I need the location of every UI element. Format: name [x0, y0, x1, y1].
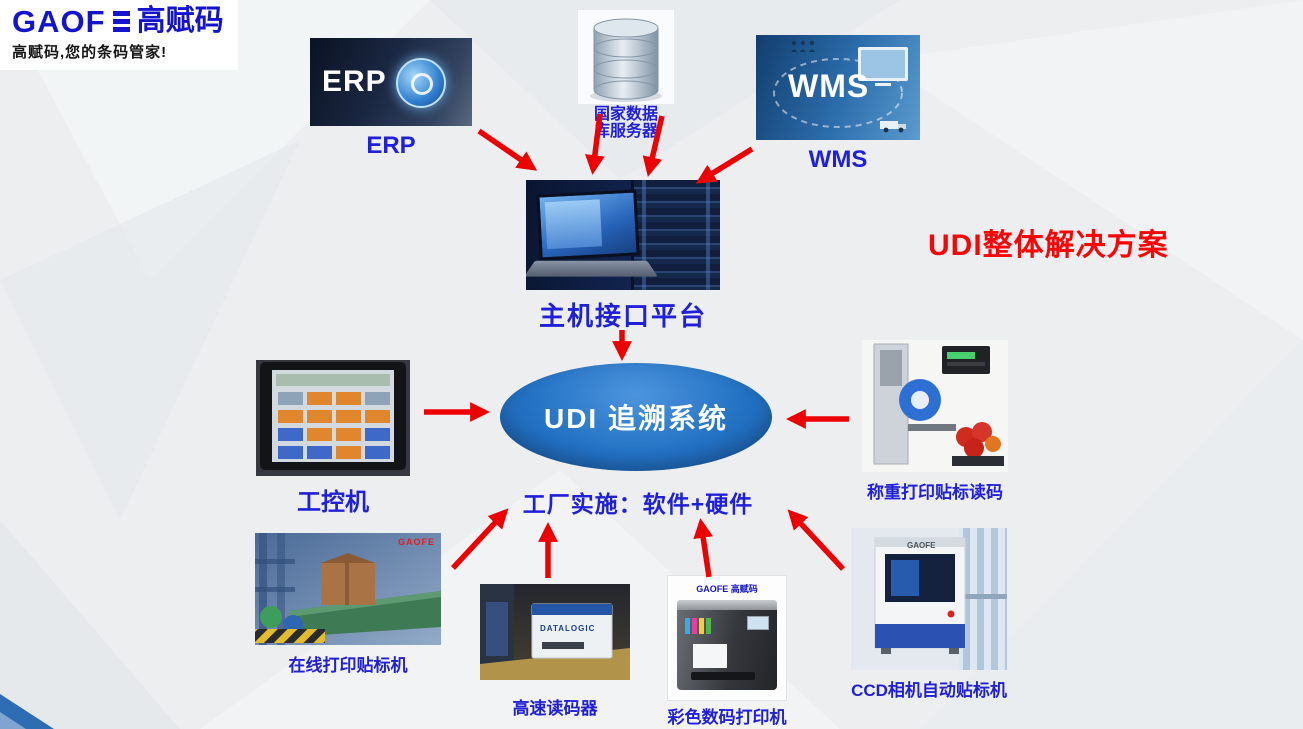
- logo-brand-cn: 高赋码: [136, 5, 224, 37]
- host-server-image: [526, 180, 720, 290]
- udi-system-node: UDI 追溯系统: [500, 363, 772, 471]
- color-printer-brand-text: GAOFE 高赋码: [696, 584, 758, 594]
- reader-illustration: [480, 584, 630, 680]
- node-ccd: GAOFE CCD相机自动贴标机: [845, 528, 1013, 701]
- node-weigher: 称重打印贴标读码: [855, 340, 1015, 503]
- cmyk-stripes-icon: [685, 618, 711, 634]
- inline-labeler-label: 在线打印贴标机: [288, 656, 408, 675]
- printer-paper-icon: [693, 644, 727, 668]
- printer-slot-icon: [691, 672, 755, 680]
- reader-brand-text: DATALOGIC: [540, 624, 596, 633]
- printer-body-icon: [677, 610, 777, 690]
- wms-label: WMS: [808, 146, 868, 173]
- erp-label: ERP: [366, 132, 416, 159]
- ccd-image: GAOFE: [851, 528, 1007, 670]
- implementation-note: 工厂实施：软件+硬件: [522, 491, 754, 517]
- node-erp: ERP ERP: [310, 38, 472, 160]
- gear-circle-icon: [396, 58, 446, 108]
- node-host: 主机接口平台: [526, 180, 720, 333]
- ccd-illustration: [851, 528, 1007, 670]
- logo-brand-en: GAOF: [12, 4, 106, 39]
- logo-bars-icon: [112, 11, 130, 32]
- erp-image: ERP: [310, 38, 472, 126]
- people-icon: [791, 40, 815, 52]
- database-label: 国家数据 库服务器: [593, 106, 658, 140]
- logo-row: GAOF 高赋码: [12, 6, 224, 37]
- wms-image-text: WMS: [788, 68, 870, 104]
- node-reader: DATALOGIC 高速读码器: [480, 584, 630, 719]
- printer-lid-icon: [677, 600, 777, 610]
- node-ipc: 工控机: [256, 360, 410, 517]
- monitor-icon: [858, 47, 908, 81]
- node-wms: WMS WMS: [756, 35, 920, 174]
- laptop-keyboard-icon: [526, 260, 658, 277]
- node-color-printer: GAOFE 高赋码 彩色数码打印机: [667, 575, 787, 728]
- ipc-label: 工控机: [297, 489, 369, 516]
- reader-image: DATALOGIC: [480, 584, 630, 680]
- inline-labeler-image: GAOFE: [255, 533, 441, 645]
- host-label: 主机接口平台: [538, 301, 707, 331]
- inline-labeler-illustration: [255, 533, 441, 645]
- industrial-pc-image: [256, 360, 410, 476]
- inline-labeler-brand-text: GAOFE: [397, 537, 435, 547]
- truck-icon: [880, 121, 906, 133]
- logo: GAOF 高赋码 高赋码,您的条码管家!: [0, 0, 238, 70]
- printer-screen-icon: [747, 616, 769, 630]
- reader-label: 高速读码器: [512, 699, 598, 718]
- ccd-brand-text: GAOFE: [906, 541, 936, 550]
- orbit-dashes-icon: [773, 58, 903, 128]
- erp-image-text: ERP: [322, 65, 387, 98]
- node-database: 国家数据 库服务器: [578, 10, 674, 140]
- page-title: UDI整体解决方案: [928, 229, 1169, 262]
- udi-system-label: UDI 追溯系统: [543, 403, 728, 434]
- weigher-label: 称重打印贴标读码: [867, 483, 1003, 502]
- logo-tagline: 高赋码,您的条码管家!: [12, 44, 168, 61]
- ccd-label: CCD相机自动贴标机: [851, 681, 1007, 700]
- node-inline-labeler: GAOFE 在线打印贴标机: [255, 533, 441, 676]
- weigher-image: [862, 340, 1008, 472]
- database-image: [578, 10, 674, 104]
- color-printer-image: GAOFE 高赋码: [667, 575, 787, 701]
- laptop-screen-icon: [536, 189, 640, 261]
- wms-image: WMS: [756, 35, 920, 140]
- color-printer-label: 彩色数码打印机: [667, 708, 787, 727]
